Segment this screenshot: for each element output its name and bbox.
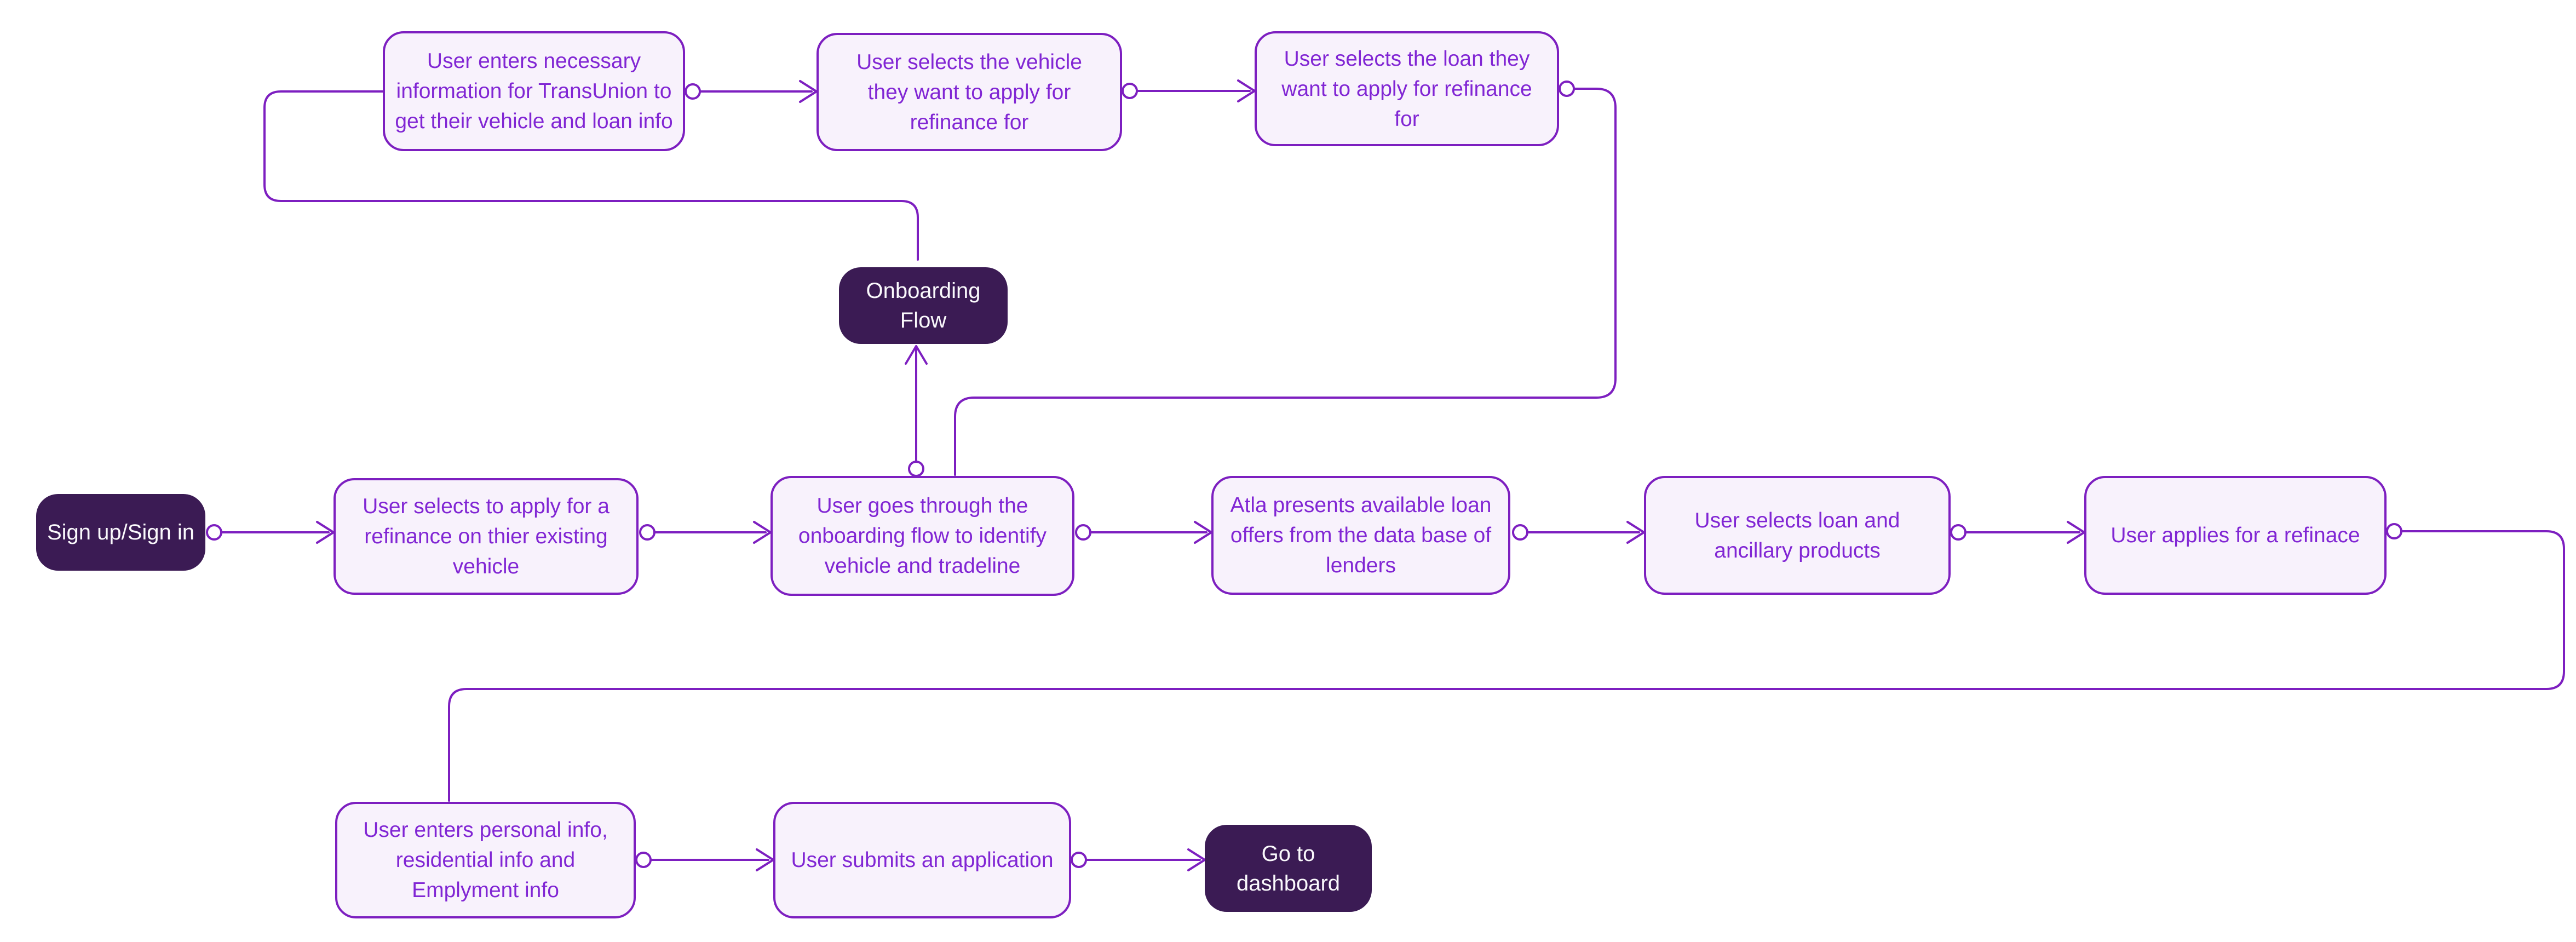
edge-transunion-to-select-vehicle[interactable] (685, 80, 818, 103)
connector-dot (1559, 81, 1575, 97)
node-personal-info[interactable]: User enters personal info, residential i… (335, 802, 636, 918)
edge-submit-to-dashboard[interactable] (1071, 848, 1206, 871)
node-label: User selects the vehicle they want to ap… (856, 50, 1082, 134)
node-transunion-info[interactable]: User enters necessary information for Tr… (383, 31, 685, 151)
edge-applies-return-to-personal-info[interactable] (448, 523, 2565, 802)
node-select-loan-products[interactable]: User selects loan and ancillary products (1644, 476, 1951, 595)
node-label: User selects the loan they want to apply… (1281, 47, 1532, 131)
edge-atla-to-select-loan-products[interactable] (1512, 521, 1645, 544)
connector-dot (2386, 523, 2402, 539)
connector-dot (1071, 852, 1087, 868)
node-label: User selects to apply for a refinance on… (363, 495, 610, 578)
node-label: User selects loan and ancillary products (1694, 508, 1900, 562)
node-select-apply-refinance[interactable]: User selects to apply for a refinance on… (334, 478, 639, 595)
node-select-vehicle[interactable]: User selects the vehicle they want to ap… (817, 33, 1122, 151)
node-label: User enters personal info, residential i… (363, 818, 608, 902)
connector-dot (1950, 524, 1967, 541)
edge-select-loan-down-to-onboarding-step[interactable] (954, 81, 1617, 476)
node-label: User goes through the onboarding flow to… (798, 494, 1047, 578)
edge-onboarding-step-to-atla[interactable] (1075, 521, 1212, 544)
connector-dot (1512, 524, 1528, 541)
edge-signup-to-apply[interactable] (206, 521, 335, 544)
connector-dot (1075, 524, 1091, 541)
node-label: User enters necessary information for Tr… (395, 49, 673, 133)
node-select-loan[interactable]: User selects the loan they want to apply… (1255, 31, 1559, 146)
edge-select-loan-to-applies[interactable] (1950, 521, 2085, 544)
node-applies-refinance[interactable]: User applies for a refinace (2084, 476, 2387, 595)
edge-apply-to-onboarding-step[interactable] (639, 521, 772, 544)
node-label: Go to dashboard (1236, 841, 1341, 895)
node-onboarding-flow-label[interactable]: Onboarding Flow (839, 267, 1008, 344)
edge-select-vehicle-to-select-loan[interactable] (1122, 79, 1256, 102)
node-sign-up[interactable]: Sign up/Sign in (36, 494, 205, 571)
node-label: Onboarding Flow (866, 279, 981, 332)
connector-dot (206, 524, 222, 541)
node-label: User submits an application (791, 848, 1054, 872)
node-atla-offers[interactable]: Atla presents available loan offers from… (1211, 476, 1510, 595)
node-label: Sign up/Sign in (47, 520, 195, 544)
connector-dot (635, 852, 652, 868)
connector-dot (639, 524, 656, 541)
node-onboarding-flow-step[interactable]: User goes through the onboarding flow to… (771, 476, 1074, 596)
edge-onboarding-step-to-onboarding-label[interactable] (905, 345, 928, 477)
node-submit-application[interactable]: User submits an application (773, 802, 1071, 918)
node-label: User applies for a refinace (2111, 524, 2360, 547)
connector-dot (908, 461, 924, 477)
node-go-dashboard[interactable]: Go to dashboard (1205, 825, 1372, 912)
connector-dot (1122, 83, 1138, 99)
edge-transunion-loop-to-onboarding-label[interactable] (263, 90, 919, 261)
connector-dot (685, 83, 701, 100)
node-label: Atla presents available loan offers from… (1230, 493, 1492, 577)
edge-personal-info-to-submit[interactable] (635, 848, 774, 871)
